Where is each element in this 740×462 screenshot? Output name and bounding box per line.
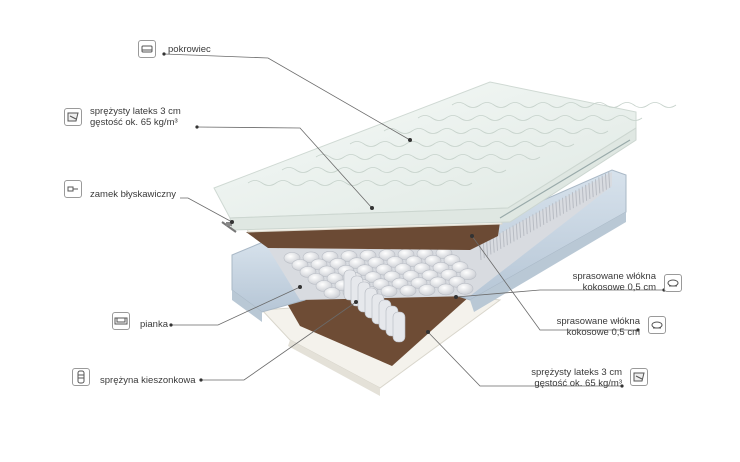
label-pokrowiec: pokrowiec	[168, 44, 211, 55]
foam-icon	[112, 312, 130, 330]
label-lateks-bottom-2: gęstość ok. 65 kg/m³	[534, 378, 622, 389]
label-lateks-top-1: sprężysty lateks 3 cm	[90, 106, 181, 117]
label-kokos-top-2: kokosowe 0,5 cm	[582, 282, 656, 293]
latex-icon	[64, 108, 82, 126]
mattress-cover	[213, 81, 677, 231]
coconut-fiber-icon	[664, 274, 682, 292]
label-sprezyna: sprężyna kieszonkowa	[100, 375, 196, 386]
label-pianka: pianka	[140, 319, 168, 330]
bottom-coconut-layer	[285, 290, 470, 366]
top-coconut-layer	[246, 222, 500, 250]
label-kokos-bottom-1: sprasowane włókna	[556, 316, 640, 327]
cover-icon	[138, 40, 156, 58]
label-lateks-bottom-1: sprężysty lateks 3 cm	[531, 367, 622, 378]
label-kokos-bottom-2: kokosowe 0,5 cm	[566, 327, 640, 338]
leader-lines	[163, 53, 664, 387]
coconut-fiber-icon	[648, 316, 666, 334]
label-zamek: zamek błyskawiczny	[90, 189, 177, 200]
label-lateks-top-2: gęstość ok. 65 kg/m³	[90, 117, 178, 128]
zipper-icon	[64, 180, 82, 198]
pocket-springs	[268, 171, 612, 343]
spring-icon	[72, 368, 90, 386]
latex-icon	[630, 368, 648, 386]
label-kokos-top-1: sprasowane włókna	[572, 271, 656, 282]
zipper	[221, 139, 631, 233]
